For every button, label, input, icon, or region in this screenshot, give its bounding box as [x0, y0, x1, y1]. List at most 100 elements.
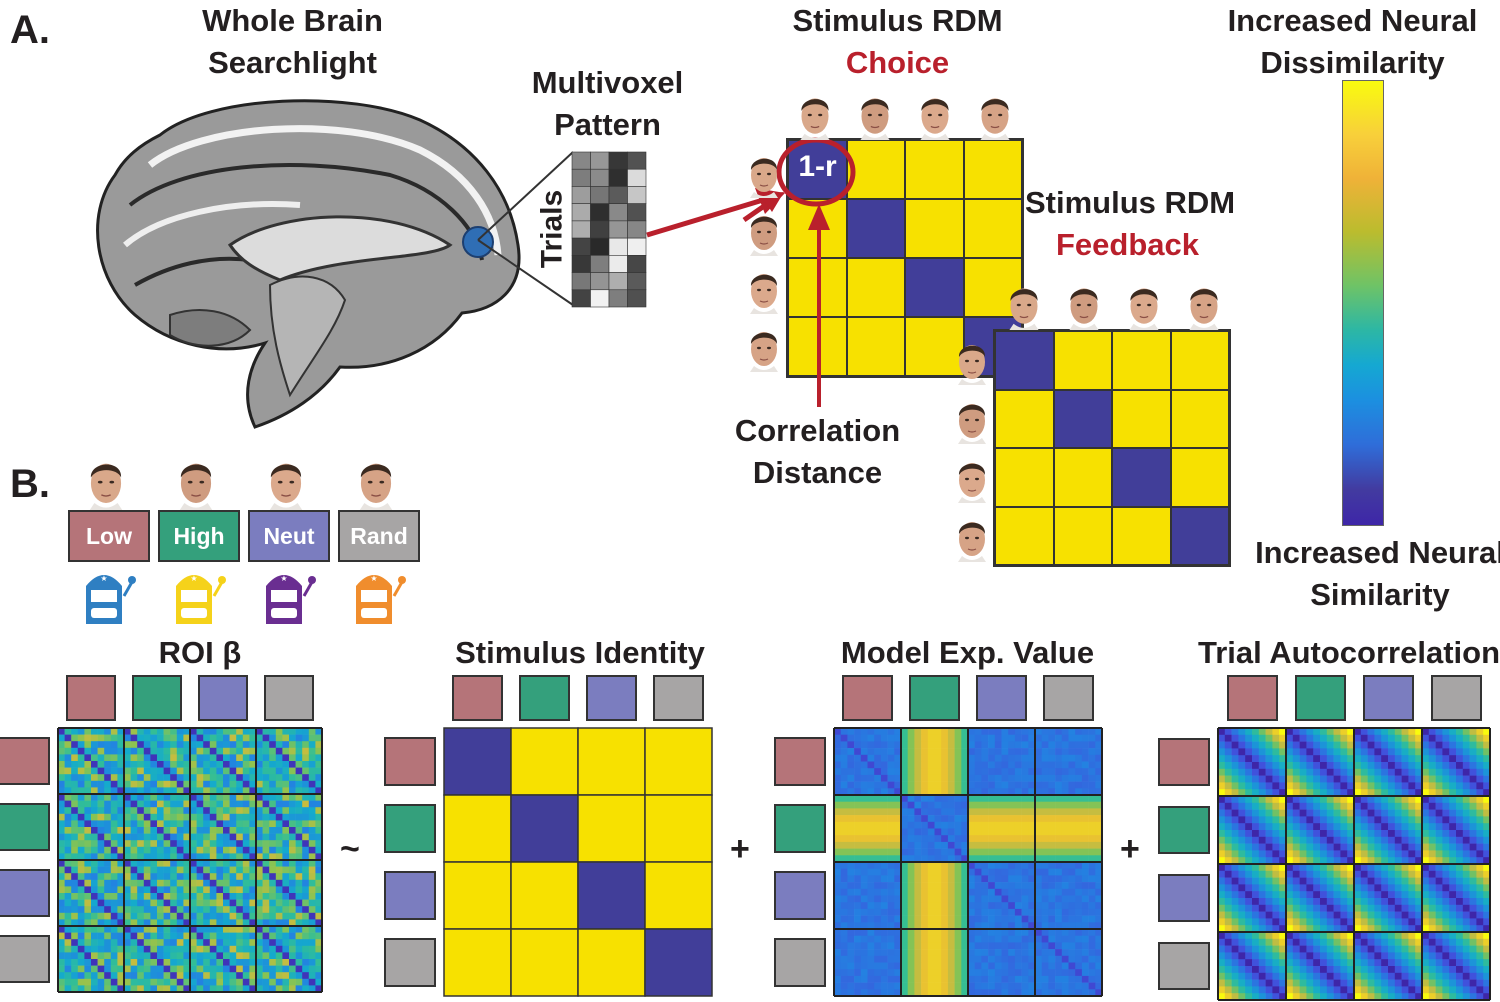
matrix-cell	[860, 929, 868, 936]
matrix-cell	[1374, 789, 1382, 797]
matrix-cell	[130, 853, 138, 861]
matrix-cell	[157, 912, 164, 920]
matrix-cell	[1483, 870, 1491, 878]
matrix-cell	[143, 728, 151, 735]
matrix-cell	[901, 754, 908, 762]
matrix-cell	[1476, 959, 1484, 967]
matrix-cell	[1483, 918, 1491, 926]
matrix-cell	[961, 828, 969, 836]
matrix-cell	[236, 985, 244, 993]
matrix-cell	[1456, 734, 1464, 742]
matrix-cell	[1028, 922, 1036, 930]
matrix-cell	[1279, 925, 1287, 933]
matrix-cell	[988, 841, 996, 849]
matrix-cell	[1313, 789, 1321, 797]
matrix-cell	[1028, 868, 1036, 876]
matrix-cell	[981, 949, 989, 957]
matrix-cell	[1456, 823, 1464, 831]
matrix-cell	[137, 873, 145, 881]
matrix-cell	[1292, 789, 1300, 797]
matrix-cell	[914, 882, 922, 890]
matrix-cell	[914, 868, 922, 876]
matrix-cell	[176, 820, 184, 828]
matrix-cell	[163, 767, 171, 775]
matrix-cell	[163, 873, 171, 881]
face-choice-row-1	[750, 158, 778, 198]
matrix-cell	[249, 939, 257, 947]
matrix-cell	[1055, 962, 1063, 970]
matrix-cell	[223, 767, 230, 775]
matrix-cell	[209, 866, 217, 874]
matrix-cell	[1340, 802, 1348, 810]
matrix-cell	[1415, 870, 1423, 878]
matrix-cell	[840, 734, 848, 742]
matrix-cell	[1245, 857, 1253, 865]
matrix-cell	[854, 902, 862, 910]
matrix-cell	[1258, 877, 1266, 885]
matrix-cell	[1360, 850, 1368, 858]
matrix-cell	[1041, 801, 1049, 809]
matrix-cell	[834, 788, 841, 796]
matrix-cell	[117, 873, 125, 881]
matrix-cell	[64, 926, 72, 933]
matrix-cell	[282, 886, 290, 894]
matrix-cell	[124, 939, 131, 947]
matrix-cell	[84, 761, 92, 768]
matrix-cell	[1333, 918, 1341, 926]
matrix-cell	[1252, 938, 1260, 946]
matrix-cell	[1081, 848, 1089, 856]
matrix-cell	[1422, 891, 1430, 899]
matrix-cell	[262, 780, 270, 788]
matrix-cell	[934, 734, 942, 742]
matrix-cell	[1401, 993, 1409, 1001]
matrix-cell	[295, 879, 303, 887]
matrix-cell	[77, 919, 85, 927]
matrix-cell	[1299, 802, 1307, 810]
matrix-cell	[97, 728, 105, 735]
matrix-cell	[1422, 870, 1430, 878]
matrix-cell	[1279, 993, 1287, 1001]
matrix-cell	[256, 827, 263, 834]
matrix-cell	[1326, 986, 1334, 994]
matrix-cell	[1462, 898, 1470, 906]
matrix-cell	[1292, 986, 1300, 994]
matrix-cell	[1041, 828, 1049, 836]
matrix-cell	[91, 899, 98, 907]
matrix-cell	[1245, 864, 1253, 872]
matrix-cell	[1041, 895, 1049, 903]
matrix-cell	[1381, 911, 1389, 919]
matrix-cell	[994, 741, 1002, 749]
matrix-cell	[921, 728, 929, 735]
matrix-cell	[1061, 915, 1069, 923]
matrix-cell	[1367, 959, 1375, 967]
matrix-cell	[1001, 848, 1009, 856]
matrix-cell	[1476, 741, 1484, 749]
matrix-cell	[1435, 877, 1443, 885]
matrix-cell	[1449, 755, 1457, 763]
matrix-cell	[927, 875, 935, 883]
matrix-cell	[1340, 918, 1348, 926]
matrix-cell	[157, 747, 164, 755]
matrix-cell	[216, 840, 224, 848]
matrix-cell	[1306, 911, 1314, 919]
matrix-cell	[71, 886, 79, 894]
matrix-cell	[1286, 904, 1294, 912]
matrix-cell	[229, 741, 237, 749]
matrix-cell	[941, 855, 949, 863]
matrix-cell	[315, 972, 323, 980]
matrix-cell	[1306, 864, 1314, 872]
matrix-cell	[901, 821, 908, 829]
matrix-cell	[1041, 848, 1049, 856]
matrix-cell	[961, 935, 969, 943]
matrix-cell	[847, 902, 855, 910]
matrix-cell	[1428, 972, 1436, 980]
matrix-cell	[1095, 841, 1103, 849]
matrix-cell	[927, 915, 935, 923]
matrix-cell	[1286, 891, 1294, 899]
matrix-cell	[91, 919, 98, 927]
identity-cell	[510, 727, 579, 796]
matrix-cell	[1374, 904, 1382, 912]
matrix-cell	[71, 926, 79, 933]
matrix-cell	[196, 846, 204, 854]
matrix-cell	[117, 866, 125, 874]
